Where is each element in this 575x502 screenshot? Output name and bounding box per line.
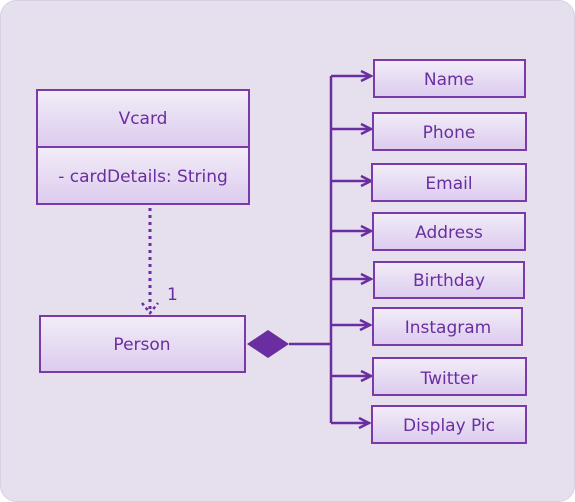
vcard-person-dependency: 1: [141, 208, 178, 316]
component-instagram[interactable]: Instagram: [331, 307, 523, 346]
component-label: Email: [425, 174, 472, 194]
composition-connector: [247, 76, 333, 423]
arrowhead-icon: [358, 416, 372, 430]
vcard-class-name: Vcard: [119, 109, 168, 129]
component-box: [372, 357, 527, 396]
composition-diamond-icon: [247, 330, 289, 358]
component-twitter[interactable]: Twitter: [331, 357, 527, 396]
component-email[interactable]: Email: [331, 163, 527, 202]
component-box: [372, 112, 527, 151]
vcard-class[interactable]: Vcard - cardDetails: String: [36, 89, 250, 205]
arrowhead-icon: [360, 369, 374, 383]
vcard-class-header: [36, 89, 250, 148]
component-name[interactable]: Name: [331, 59, 526, 98]
vcard-class-body: [36, 146, 250, 205]
arrowhead-icon: [360, 224, 374, 238]
dependency-arrowhead-icon: [141, 302, 159, 316]
component-label: Address: [415, 223, 483, 243]
component-label: Birthday: [413, 271, 485, 291]
component-box: [372, 212, 526, 251]
person-class[interactable]: Person: [39, 315, 246, 373]
component-label: Phone: [423, 123, 476, 143]
arrowhead-icon: [360, 272, 374, 286]
component-box: [371, 163, 527, 202]
component-display-pic[interactable]: Display Pic: [331, 405, 527, 444]
component-label: Name: [424, 70, 474, 90]
person-class-box: [39, 315, 246, 373]
component-label: Display Pic: [403, 416, 495, 436]
arrowhead-icon: [360, 69, 374, 83]
component-label: Twitter: [420, 369, 478, 389]
arrowhead-icon: [360, 122, 374, 136]
component-phone[interactable]: Phone: [331, 112, 527, 151]
person-class-name: Person: [113, 335, 170, 355]
component-birthday[interactable]: Birthday: [331, 261, 525, 299]
component-box: [371, 405, 527, 444]
component-box: [372, 307, 523, 346]
arrowhead-icon: [359, 318, 373, 332]
component-address[interactable]: Address: [331, 212, 526, 251]
vcard-attribute: - cardDetails: String: [58, 167, 228, 187]
component-label: Instagram: [405, 318, 492, 338]
multiplicity-label: 1: [167, 285, 178, 305]
component-box: [373, 261, 525, 299]
component-box: [373, 59, 526, 98]
